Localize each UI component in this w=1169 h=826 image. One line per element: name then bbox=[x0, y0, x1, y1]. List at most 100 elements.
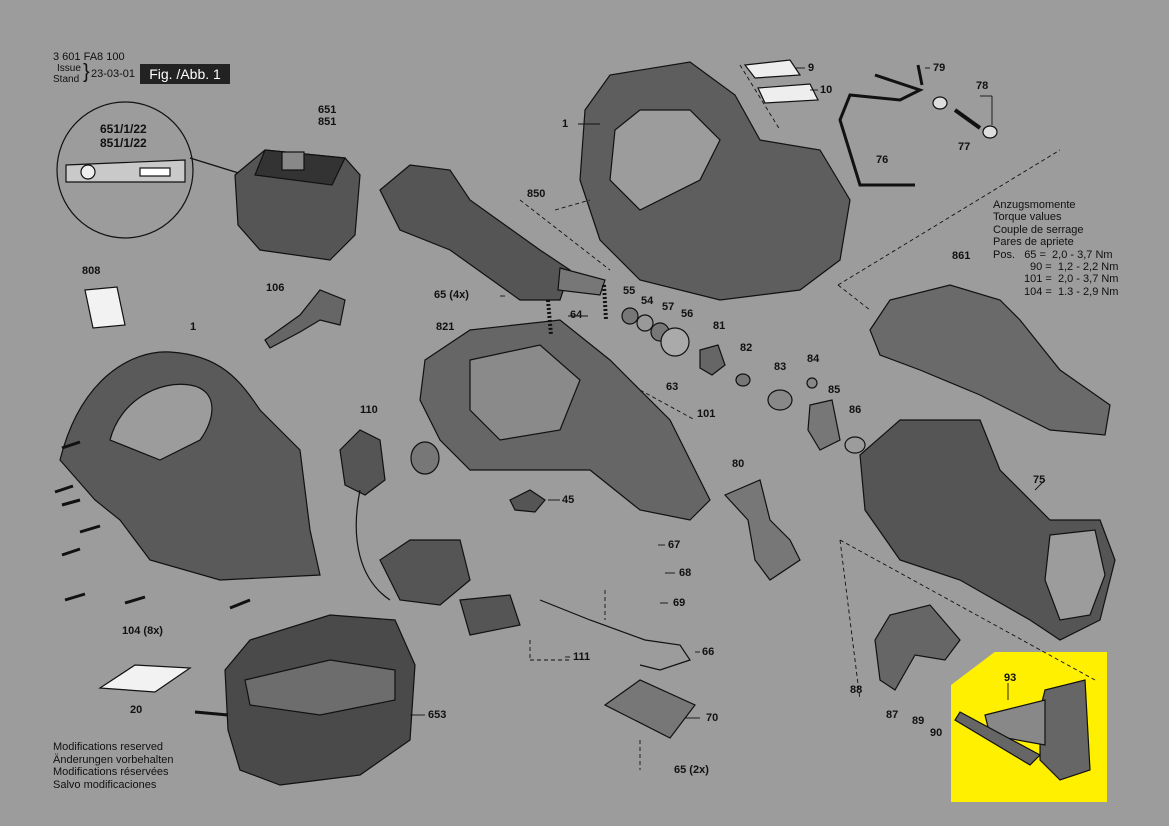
part-87 bbox=[874, 604, 961, 691]
part-66 bbox=[539, 599, 691, 671]
gearbox-850 bbox=[379, 164, 606, 301]
part-77 bbox=[953, 108, 982, 130]
label-75[interactable]: 75 bbox=[1033, 474, 1046, 486]
torque-row: 90 = 1,2 - 2,2 Nm bbox=[1030, 261, 1119, 274]
torque-heading-es: Pares de apriete bbox=[993, 236, 1074, 249]
label-45[interactable]: 45 bbox=[562, 494, 575, 506]
label-64[interactable]: 64 bbox=[570, 309, 583, 321]
label-87[interactable]: 87 bbox=[886, 709, 899, 721]
torque-row-pos: 65 bbox=[1024, 248, 1037, 261]
label-69[interactable]: 69 bbox=[673, 597, 686, 609]
label-65-4x[interactable]: 65 (4x) bbox=[434, 289, 469, 301]
label-76[interactable]: 76 bbox=[876, 154, 889, 166]
torque-row-pos: 101 bbox=[1024, 273, 1043, 286]
label-88[interactable]: 88 bbox=[850, 684, 863, 696]
label-66[interactable]: 66 bbox=[702, 646, 715, 658]
label-111[interactable]: 111 bbox=[573, 651, 591, 663]
label-84[interactable]: 84 bbox=[807, 353, 820, 365]
label-78[interactable]: 78 bbox=[976, 80, 989, 92]
part-78 bbox=[932, 96, 948, 110]
label-10[interactable]: 10 bbox=[820, 84, 833, 96]
torque-heading-de: Anzugsmomente bbox=[993, 199, 1076, 211]
torque-row-pos: 90 bbox=[1030, 261, 1043, 274]
part-45 bbox=[509, 489, 546, 513]
part-79 bbox=[916, 64, 924, 86]
label-104-8x[interactable]: 104 (8x) bbox=[122, 625, 163, 637]
motor-housing-821 bbox=[419, 319, 711, 521]
battery-callout-line1: 651/1/22 bbox=[100, 122, 147, 136]
label-110[interactable]: 110 bbox=[360, 404, 378, 416]
label-861[interactable]: 861 bbox=[952, 250, 971, 262]
label-101[interactable]: 101 bbox=[697, 408, 716, 420]
part-54 bbox=[636, 314, 654, 332]
part-80 bbox=[723, 479, 801, 581]
part-10 bbox=[757, 83, 819, 104]
label-651[interactable]: 651 bbox=[318, 104, 337, 116]
label-80[interactable]: 80 bbox=[732, 458, 745, 470]
battery-callout-line2: 851/1/22 bbox=[100, 136, 147, 150]
torque-row-pos: 104 bbox=[1024, 285, 1043, 298]
label-57[interactable]: 57 bbox=[662, 301, 675, 313]
part-70 bbox=[603, 679, 696, 739]
part-81 bbox=[699, 344, 726, 376]
label-850[interactable]: 850 bbox=[527, 188, 546, 200]
issue-date: 23-03-01 bbox=[91, 68, 136, 80]
torque-heading-en: Torque values bbox=[993, 211, 1062, 224]
mods-es: Salvo modificaciones bbox=[53, 778, 157, 791]
part-76 bbox=[838, 73, 924, 187]
label-86[interactable]: 86 bbox=[849, 404, 862, 416]
part-56 bbox=[660, 327, 690, 357]
part-83 bbox=[767, 389, 793, 411]
part-82 bbox=[735, 373, 751, 387]
mods-fr: Modifications réservées bbox=[53, 766, 169, 779]
torque-values-block: Anzugsmomente Torque values Couple de se… bbox=[993, 199, 1118, 298]
label-56[interactable]: 56 bbox=[681, 308, 694, 320]
part-808-label bbox=[84, 286, 126, 329]
switch-assembly-110 bbox=[339, 429, 521, 636]
label-9[interactable]: 9 bbox=[808, 62, 815, 74]
part-64-b bbox=[602, 284, 608, 321]
label-82[interactable]: 82 bbox=[740, 342, 753, 354]
label-79[interactable]: 79 bbox=[933, 62, 946, 74]
label-1-top[interactable]: 1 bbox=[562, 118, 569, 130]
housing-half-left bbox=[59, 351, 321, 581]
torque-row: Pos. 65 = 2,0 - 3,7 Nm bbox=[993, 248, 1113, 261]
part-85 bbox=[807, 399, 841, 451]
label-653[interactable]: 653 bbox=[428, 709, 447, 721]
screws-104 bbox=[54, 440, 251, 610]
torque-row-value: 1,2 - 2,2 Nm bbox=[1057, 261, 1119, 274]
label-54[interactable]: 54 bbox=[641, 295, 654, 307]
label-106[interactable]: 106 bbox=[266, 282, 285, 294]
label-63[interactable]: 63 bbox=[666, 381, 679, 393]
label-65-2x[interactable]: 65 (2x) bbox=[674, 764, 709, 776]
label-89[interactable]: 89 bbox=[912, 715, 925, 727]
modifications-notice: Modifications reserved Änderungen vorbeh… bbox=[53, 741, 173, 791]
label-70[interactable]: 70 bbox=[706, 712, 719, 724]
label-93[interactable]: 93 bbox=[1004, 672, 1017, 684]
label-85[interactable]: 85 bbox=[828, 384, 841, 396]
torque-row: 101 = 2,0 - 3,7 Nm bbox=[1024, 273, 1119, 286]
label-83[interactable]: 83 bbox=[774, 361, 787, 373]
label-1-left[interactable]: 1 bbox=[190, 321, 197, 333]
torque-pos-label: Pos. bbox=[993, 248, 1016, 261]
issue-brace: } bbox=[83, 61, 90, 83]
part-20-label bbox=[98, 664, 192, 693]
part-86 bbox=[844, 436, 866, 454]
torque-row-value: 1.3 - 2,9 Nm bbox=[1057, 285, 1119, 298]
part-55 bbox=[621, 307, 639, 325]
issue-label: Issue bbox=[57, 63, 81, 74]
label-81[interactable]: 81 bbox=[713, 320, 726, 332]
label-55[interactable]: 55 bbox=[623, 285, 636, 297]
stand-label: Stand bbox=[53, 74, 80, 85]
label-68[interactable]: 68 bbox=[679, 567, 692, 579]
label-808[interactable]: 808 bbox=[82, 265, 101, 277]
label-90[interactable]: 90 bbox=[930, 727, 943, 739]
label-77[interactable]: 77 bbox=[958, 141, 971, 153]
label-67[interactable]: 67 bbox=[668, 539, 681, 551]
label-821[interactable]: 821 bbox=[436, 321, 455, 333]
part-9 bbox=[743, 59, 802, 79]
label-20[interactable]: 20 bbox=[130, 704, 143, 716]
label-851[interactable]: 851 bbox=[318, 116, 337, 128]
torque-heading-fr: Couple de serrage bbox=[993, 223, 1084, 236]
